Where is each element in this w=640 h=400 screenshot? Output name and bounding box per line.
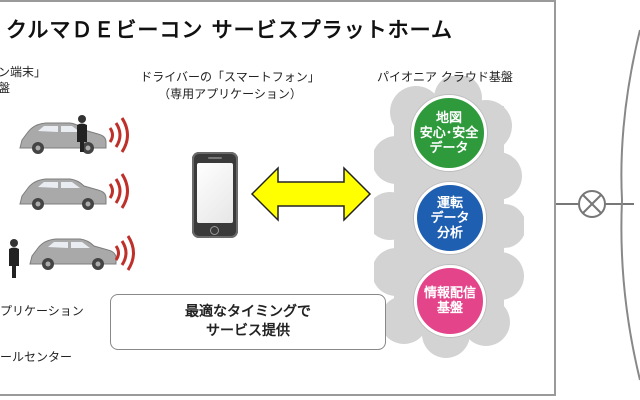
circle-text-line: 分析 — [436, 225, 463, 241]
map-safety-data-circle: 地図 安心･安全 データ — [411, 95, 487, 171]
message-line2: サービス提供 — [206, 323, 290, 339]
circle-text-line: 安心･安全 — [419, 125, 479, 141]
device-label-line1: ン端末」 — [0, 65, 47, 79]
car-icon — [19, 178, 107, 210]
car-group — [9, 115, 135, 278]
signal-icon — [108, 117, 129, 153]
circle-text-line: 地図 — [435, 110, 462, 126]
person-icon — [9, 239, 19, 278]
circle-text-line: データ — [429, 140, 469, 156]
connector — [556, 190, 634, 218]
phone-label-line1: ドライバーの「スマートフォン」 — [140, 70, 320, 84]
phone-earpiece — [208, 157, 222, 159]
circle-text-line: 基盤 — [436, 301, 463, 316]
phone-home-button — [210, 226, 219, 235]
device-label-line2: 盤 — [0, 81, 11, 95]
person-icon — [77, 115, 87, 152]
cloud-label: パイオニア クラウド基盤 — [377, 70, 513, 84]
circle-text-line: データ — [430, 210, 470, 226]
call-center-label: ールセンター — [0, 350, 73, 364]
driving-data-analysis-circle: 運転 データ 分析 — [414, 182, 486, 254]
double-arrow-icon — [250, 166, 372, 222]
message-line1: 最適なタイミングで — [185, 304, 311, 320]
info-delivery-circle: 情報配信 基盤 — [414, 265, 486, 337]
service-message-box: 最適なタイミングで サービス提供 — [110, 294, 386, 350]
circle-text-line: 運転 — [436, 195, 463, 211]
signal-icon — [114, 235, 135, 271]
car-icon — [29, 238, 117, 270]
application-label: プリケーション — [0, 304, 84, 318]
phone-screen — [197, 163, 233, 223]
car-icon — [19, 122, 107, 154]
circle-text-line: 情報配信 — [423, 286, 476, 301]
diagram-title: クルマＤＥビーコン サービスプラットホーム — [6, 18, 454, 42]
right-panel-edge — [620, 29, 640, 381]
phone-label-line2: （専用アプリケーション） — [158, 87, 302, 101]
signal-icon — [108, 173, 129, 209]
